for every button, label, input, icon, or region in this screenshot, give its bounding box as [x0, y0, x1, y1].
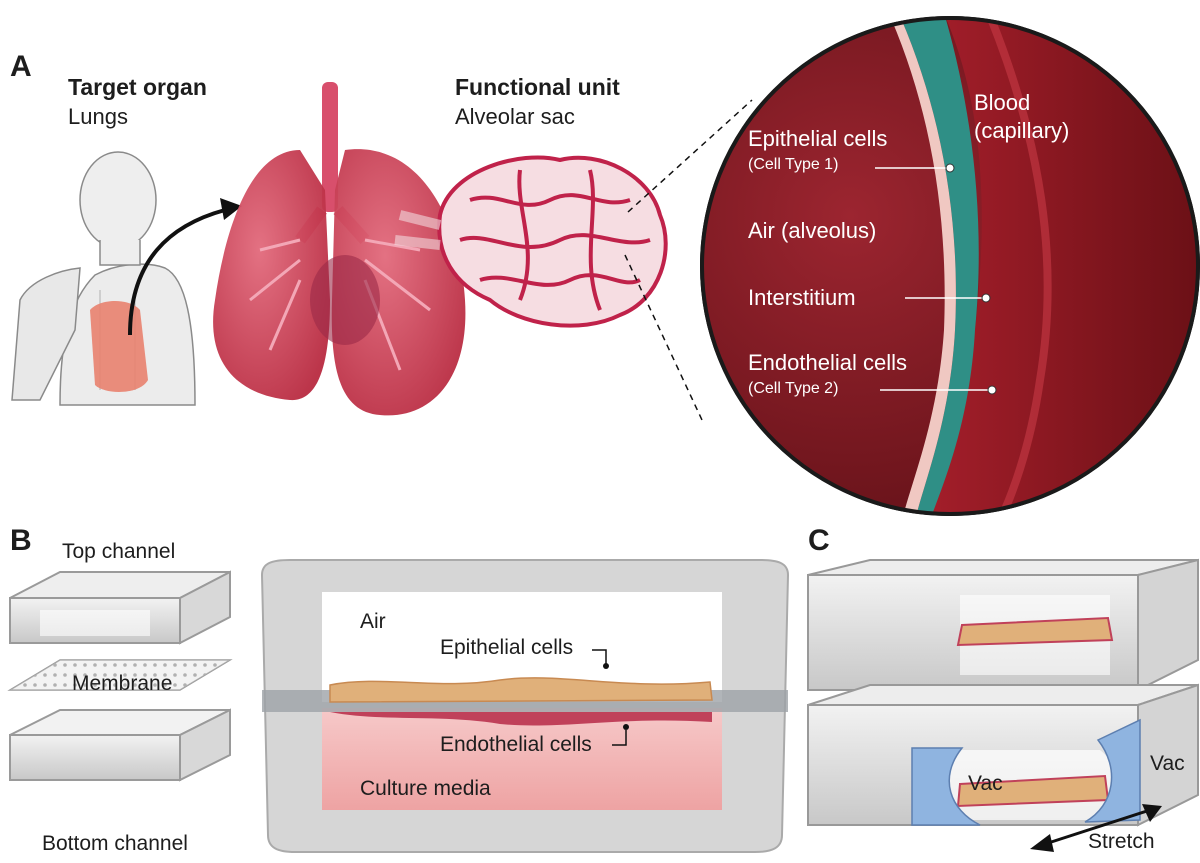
chip-epithelial-label: Epithelial cells: [440, 636, 574, 659]
alveolus-zoom-circle: [700, 16, 1200, 516]
stretch-label: Stretch: [1088, 830, 1155, 853]
zoom-label-endothelial-type: (Cell Type 2): [748, 380, 839, 397]
chip-endothelial-label: Endothelial cells: [440, 733, 592, 756]
zoom-label-capillary: (capillary): [974, 118, 1070, 143]
alveolar-sac-illustration: [394, 155, 668, 328]
chip-cross-section: [260, 559, 790, 853]
zoom-label-epithelial: Epithelial cells: [748, 126, 888, 151]
stretch-chip-bottom: [807, 683, 1199, 827]
panel-a-letter: A: [10, 50, 32, 83]
vac-label-right: Vac: [1150, 752, 1185, 775]
target-organ-subtitle: Lungs: [68, 104, 128, 129]
bottom-channel-label: Bottom channel: [42, 832, 188, 855]
panel-b-letter: B: [10, 524, 32, 557]
arrow-body-to-lungs: [128, 198, 242, 336]
vacuum-chamber-right: [1084, 718, 1141, 823]
zoom-leader-lines: [875, 163, 997, 395]
vacuum-chamber-left: [911, 747, 981, 826]
top-channel-label: Top channel: [62, 540, 176, 563]
bottom-channel-part: [9, 708, 231, 782]
top-channel-part: [9, 570, 231, 645]
chip-leader-lines: [592, 649, 629, 746]
zoom-label-interstitium: Interstitium: [748, 285, 856, 310]
lungs-illustration: [213, 82, 466, 416]
chip-culture-media-label: Culture media: [360, 777, 491, 800]
chip-air-label: Air: [360, 610, 386, 633]
functional-unit-title: Functional unit: [455, 74, 620, 100]
functional-unit-subtitle: Alveolar sac: [455, 104, 575, 129]
target-organ-title: Target organ: [68, 74, 207, 100]
membrane-label: Membrane: [72, 672, 173, 695]
panel-c-letter: C: [808, 524, 830, 557]
zoom-label-air: Air (alveolus): [748, 218, 877, 243]
zoom-label-epithelial-type: (Cell Type 1): [748, 156, 839, 173]
stretch-chip-top: [807, 558, 1199, 692]
stretch-double-arrow: [1030, 804, 1162, 852]
membrane-part: [7, 659, 233, 691]
zoom-guide-lines: [624, 99, 753, 421]
vac-label-left: Vac: [968, 772, 1003, 795]
zoom-label-blood: Blood: [974, 90, 1031, 115]
zoom-label-endothelial: Endothelial cells: [748, 350, 907, 375]
body-lung-highlight: [90, 301, 148, 392]
